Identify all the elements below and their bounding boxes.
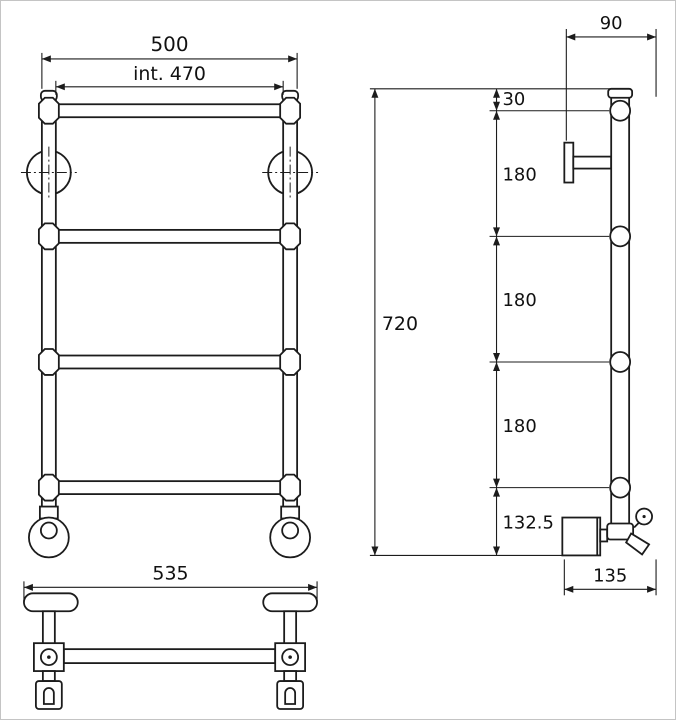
front-view (20, 89, 319, 559)
dimension-arrow (493, 546, 501, 556)
dimension-arrow (647, 33, 657, 41)
bottom-spacing-label: 132.5 (503, 513, 554, 534)
rail-spacing-label-3: 180 (503, 416, 537, 437)
dimension-overall-width: 500 (41, 32, 298, 89)
mount-width-label: 535 (152, 562, 188, 584)
dimension-valve-projection: 135 (563, 559, 657, 596)
bottom-view (23, 592, 318, 710)
keyhole-slot (42, 687, 55, 705)
dimension-mount-width: 535 (23, 562, 318, 602)
valve-elbow (606, 522, 635, 541)
rail-spacing-label-1: 180 (503, 165, 537, 186)
dimension-arrow (493, 487, 501, 497)
rail-end-joint (609, 225, 632, 248)
dimension-arrow (493, 361, 501, 371)
ball-joint (279, 348, 302, 376)
top-spacing-label: 30 (503, 89, 526, 110)
total-height-label: 720 (382, 313, 418, 335)
bracket-arm (572, 155, 613, 170)
dimension-arrow (493, 353, 501, 362)
rail-end-joint (609, 476, 632, 499)
dimension-arrow (493, 101, 501, 111)
side-view (561, 87, 653, 557)
left-bracket-plate (23, 592, 79, 613)
right-bracket-stem (283, 610, 298, 646)
right-bracket-plate (262, 592, 318, 613)
dimension-arrow (371, 546, 379, 556)
wall-connection-box (561, 516, 602, 557)
side-tube-cap (607, 87, 634, 99)
dimension-arrow (288, 55, 298, 63)
overall-width-label: 500 (150, 32, 188, 56)
rail-spacing-label-2: 180 (503, 290, 537, 311)
dimension-arrow (41, 55, 51, 63)
dimension-arrow (493, 88, 501, 98)
ball-joint (279, 222, 302, 251)
handwheel-center (642, 514, 646, 519)
dimension-arrow (647, 585, 657, 593)
rail-2 (54, 228, 285, 244)
right-lower-stem (283, 670, 298, 682)
ball-joint (37, 473, 60, 502)
dimension-arrow (493, 478, 501, 488)
rail-end-joint (609, 99, 632, 122)
right-wall-plate (276, 680, 305, 710)
connection-nipple (599, 528, 609, 543)
dimension-arrow (55, 83, 65, 91)
left-bracket-stem (41, 610, 56, 646)
dimension-chain-rail-spacing: 30 180 180 180 132.5 (489, 88, 610, 556)
rail-end-joint (609, 351, 632, 373)
inner-width-label: int. 470 (133, 63, 206, 85)
side-tube (610, 94, 631, 526)
left-lower-stem (41, 670, 56, 682)
screw-center (288, 655, 292, 659)
right-valve-cap (281, 521, 300, 540)
dimension-arrow (308, 583, 318, 591)
dimension-arrow (566, 33, 576, 41)
rail-4 (54, 480, 285, 495)
depth-label: 90 (600, 13, 623, 34)
dimension-arrow (493, 110, 501, 120)
wall-flange (563, 141, 575, 184)
dimension-depth: 90 (565, 13, 657, 141)
rail-1 (54, 103, 285, 119)
dimension-arrow (493, 227, 501, 237)
ball-joint (279, 473, 302, 502)
ball-joint (37, 348, 60, 376)
dimension-arrow (371, 88, 379, 98)
ball-joint (37, 222, 60, 251)
dimension-arrow (23, 583, 33, 591)
connecting-tube (62, 648, 277, 664)
dimension-arrow (274, 83, 284, 91)
dimension-arrow (493, 236, 501, 246)
valve-projection-label: 135 (593, 565, 627, 586)
left-wall-plate (34, 680, 63, 710)
ball-joint (37, 96, 60, 125)
screw-center (47, 655, 51, 659)
dimension-arrow (564, 585, 574, 593)
rail-3 (54, 354, 285, 370)
valve-spout (624, 532, 651, 556)
left-valve-cap (39, 521, 58, 540)
ball-joint (279, 96, 302, 125)
dimension-inner-width: int. 470 (55, 63, 284, 95)
dimension-total-height: 720 (369, 88, 611, 556)
keyhole-slot (284, 687, 297, 705)
